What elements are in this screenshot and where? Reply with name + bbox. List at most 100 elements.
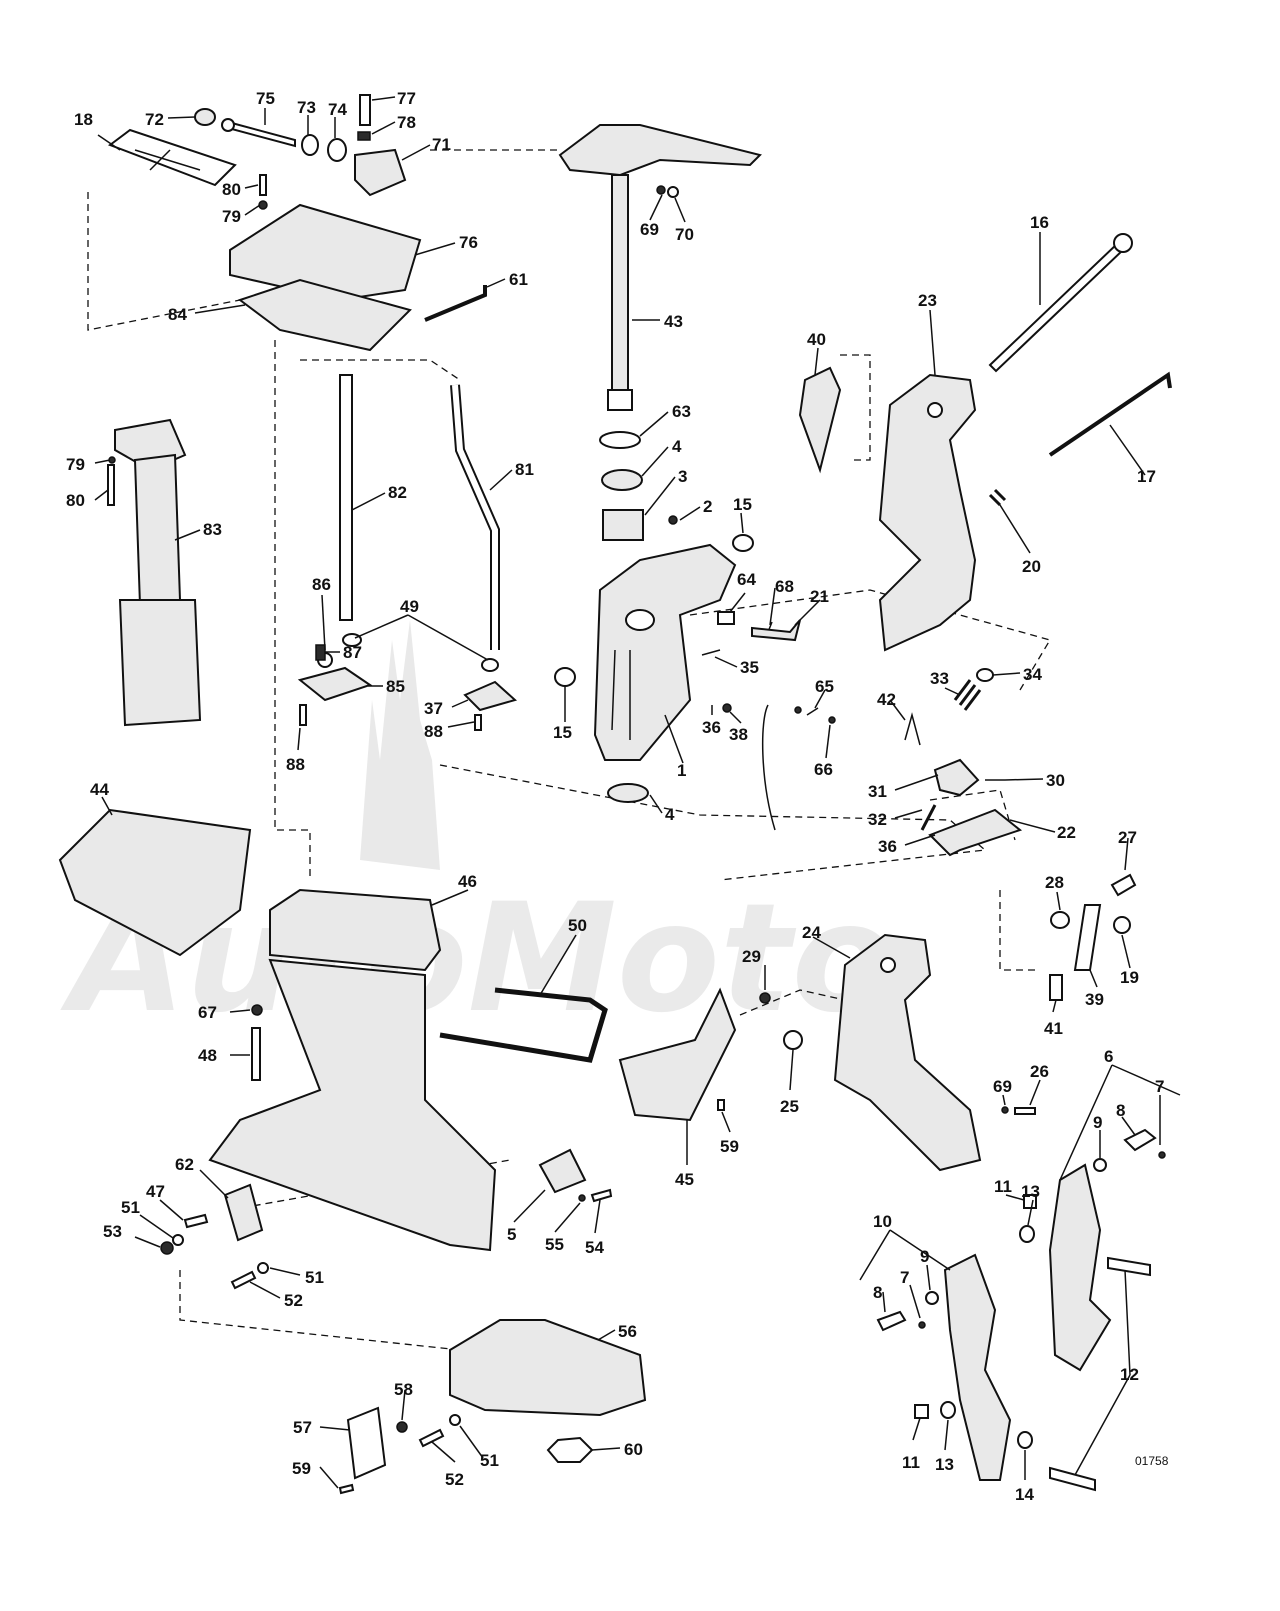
screw-88-right bbox=[474, 714, 482, 731]
water-tube-82 bbox=[339, 374, 353, 621]
plate-57 bbox=[346, 1406, 387, 1480]
callout-52-low: 52 bbox=[445, 1470, 464, 1489]
callout-56: 56 bbox=[618, 1322, 637, 1341]
callout-18: 18 bbox=[74, 110, 93, 129]
bracket-37 bbox=[463, 680, 518, 712]
callout-1: 1 bbox=[677, 761, 686, 780]
callout-11-left: 11 bbox=[902, 1453, 920, 1472]
callout-55: 55 bbox=[545, 1235, 564, 1254]
bolt-27 bbox=[1110, 873, 1137, 897]
bolt-16 bbox=[988, 241, 1126, 373]
bolt-16-head bbox=[1113, 233, 1133, 253]
callout-29: 29 bbox=[742, 947, 761, 966]
callout-79-top: 79 bbox=[222, 207, 241, 226]
washer-67 bbox=[251, 1004, 263, 1016]
clip-42 bbox=[904, 712, 921, 746]
spring-33 bbox=[953, 679, 982, 711]
nut-11-left bbox=[914, 1404, 929, 1419]
callout-72: 72 bbox=[145, 110, 164, 129]
washer-69-lower bbox=[1001, 1106, 1009, 1114]
washer-69-top bbox=[656, 185, 666, 195]
callout-13-right: 13 bbox=[1021, 1182, 1040, 1201]
clip-65 bbox=[794, 706, 802, 714]
washer-79-top bbox=[258, 200, 268, 210]
lever-21 bbox=[751, 619, 801, 642]
callout-32: 32 bbox=[868, 810, 887, 829]
callout-86: 86 bbox=[312, 575, 331, 594]
screw-54 bbox=[590, 1188, 613, 1203]
screw-80-left bbox=[107, 464, 115, 506]
callout-52-mid: 52 bbox=[284, 1291, 303, 1310]
mount-71 bbox=[354, 148, 407, 197]
callout-88-left: 88 bbox=[286, 755, 305, 774]
nut-70 bbox=[667, 186, 679, 198]
callout-59-low: 59 bbox=[292, 1459, 311, 1478]
bushing-3 bbox=[602, 509, 644, 541]
callout-87: 87 bbox=[343, 643, 362, 662]
callout-65: 65 bbox=[815, 677, 834, 696]
link-39 bbox=[1073, 904, 1102, 971]
washer-73 bbox=[301, 134, 319, 156]
callout-20: 20 bbox=[1022, 557, 1041, 576]
nut-53 bbox=[160, 1241, 174, 1255]
callout-12: 12 bbox=[1120, 1365, 1139, 1384]
callout-15-right: 15 bbox=[733, 495, 752, 514]
tube-61 bbox=[424, 285, 487, 322]
callout-4-upper: 4 bbox=[672, 437, 682, 456]
callout-34: 34 bbox=[1023, 665, 1042, 684]
callout-60: 60 bbox=[624, 1440, 643, 1459]
washer-74 bbox=[327, 138, 347, 162]
bolt-12-upper bbox=[1107, 1256, 1151, 1277]
tilt-rod-17 bbox=[1048, 371, 1172, 457]
callout-6: 6 bbox=[1104, 1047, 1113, 1066]
plug-72 bbox=[194, 108, 216, 126]
callout-68: 68 bbox=[775, 577, 794, 596]
washer-51-left bbox=[172, 1234, 184, 1246]
callout-58: 58 bbox=[394, 1380, 413, 1399]
washer-14 bbox=[1017, 1431, 1033, 1449]
drawing-code: 01758 bbox=[1135, 1454, 1169, 1468]
callout-80-left: 80 bbox=[66, 491, 85, 510]
bolt-41 bbox=[1049, 974, 1063, 1001]
pin-35 bbox=[701, 649, 721, 656]
callout-51-low: 51 bbox=[480, 1451, 499, 1470]
callout-26: 26 bbox=[1030, 1062, 1049, 1081]
swivel-bracket-1 bbox=[593, 543, 737, 761]
spring-wire-65 bbox=[761, 704, 776, 831]
callout-82: 82 bbox=[388, 483, 407, 502]
callout-5: 5 bbox=[507, 1225, 516, 1244]
nut-11-right bbox=[1023, 1194, 1037, 1209]
callout-59-mid: 59 bbox=[720, 1137, 739, 1156]
exhaust-housing-46 bbox=[208, 888, 497, 1252]
bolt-77 bbox=[359, 94, 371, 126]
callout-19: 19 bbox=[1120, 968, 1139, 987]
stern-bracket-23 bbox=[878, 373, 977, 652]
screw-8-left bbox=[876, 1310, 907, 1332]
pin-32 bbox=[920, 804, 937, 831]
callout-45: 45 bbox=[675, 1170, 694, 1189]
washer-28 bbox=[1050, 911, 1070, 929]
tilt-lever-22 bbox=[928, 808, 1023, 857]
callout-2: 2 bbox=[703, 497, 712, 516]
callout-63: 63 bbox=[672, 402, 691, 421]
washer-63 bbox=[599, 431, 641, 449]
callout-51-mid: 51 bbox=[305, 1268, 324, 1287]
callout-67: 67 bbox=[198, 1003, 217, 1022]
callout-51-left: 51 bbox=[121, 1198, 140, 1217]
callout-36-low: 36 bbox=[878, 837, 897, 856]
callout-23: 23 bbox=[918, 291, 937, 310]
lock-lever-31 bbox=[933, 758, 980, 797]
callout-25: 25 bbox=[780, 1097, 799, 1116]
screw-8-right bbox=[1123, 1128, 1157, 1152]
callout-17: 17 bbox=[1137, 467, 1156, 486]
callout-3: 3 bbox=[678, 467, 687, 486]
plate-85 bbox=[297, 666, 373, 702]
callout-73: 73 bbox=[297, 98, 316, 117]
callout-27: 27 bbox=[1118, 828, 1137, 847]
callout-40: 40 bbox=[807, 330, 826, 349]
callout-21: 21 bbox=[810, 587, 829, 606]
assembly-lines bbox=[87, 149, 1051, 1351]
callout-7-right: 7 bbox=[1155, 1077, 1164, 1096]
washer-19 bbox=[1113, 916, 1131, 934]
